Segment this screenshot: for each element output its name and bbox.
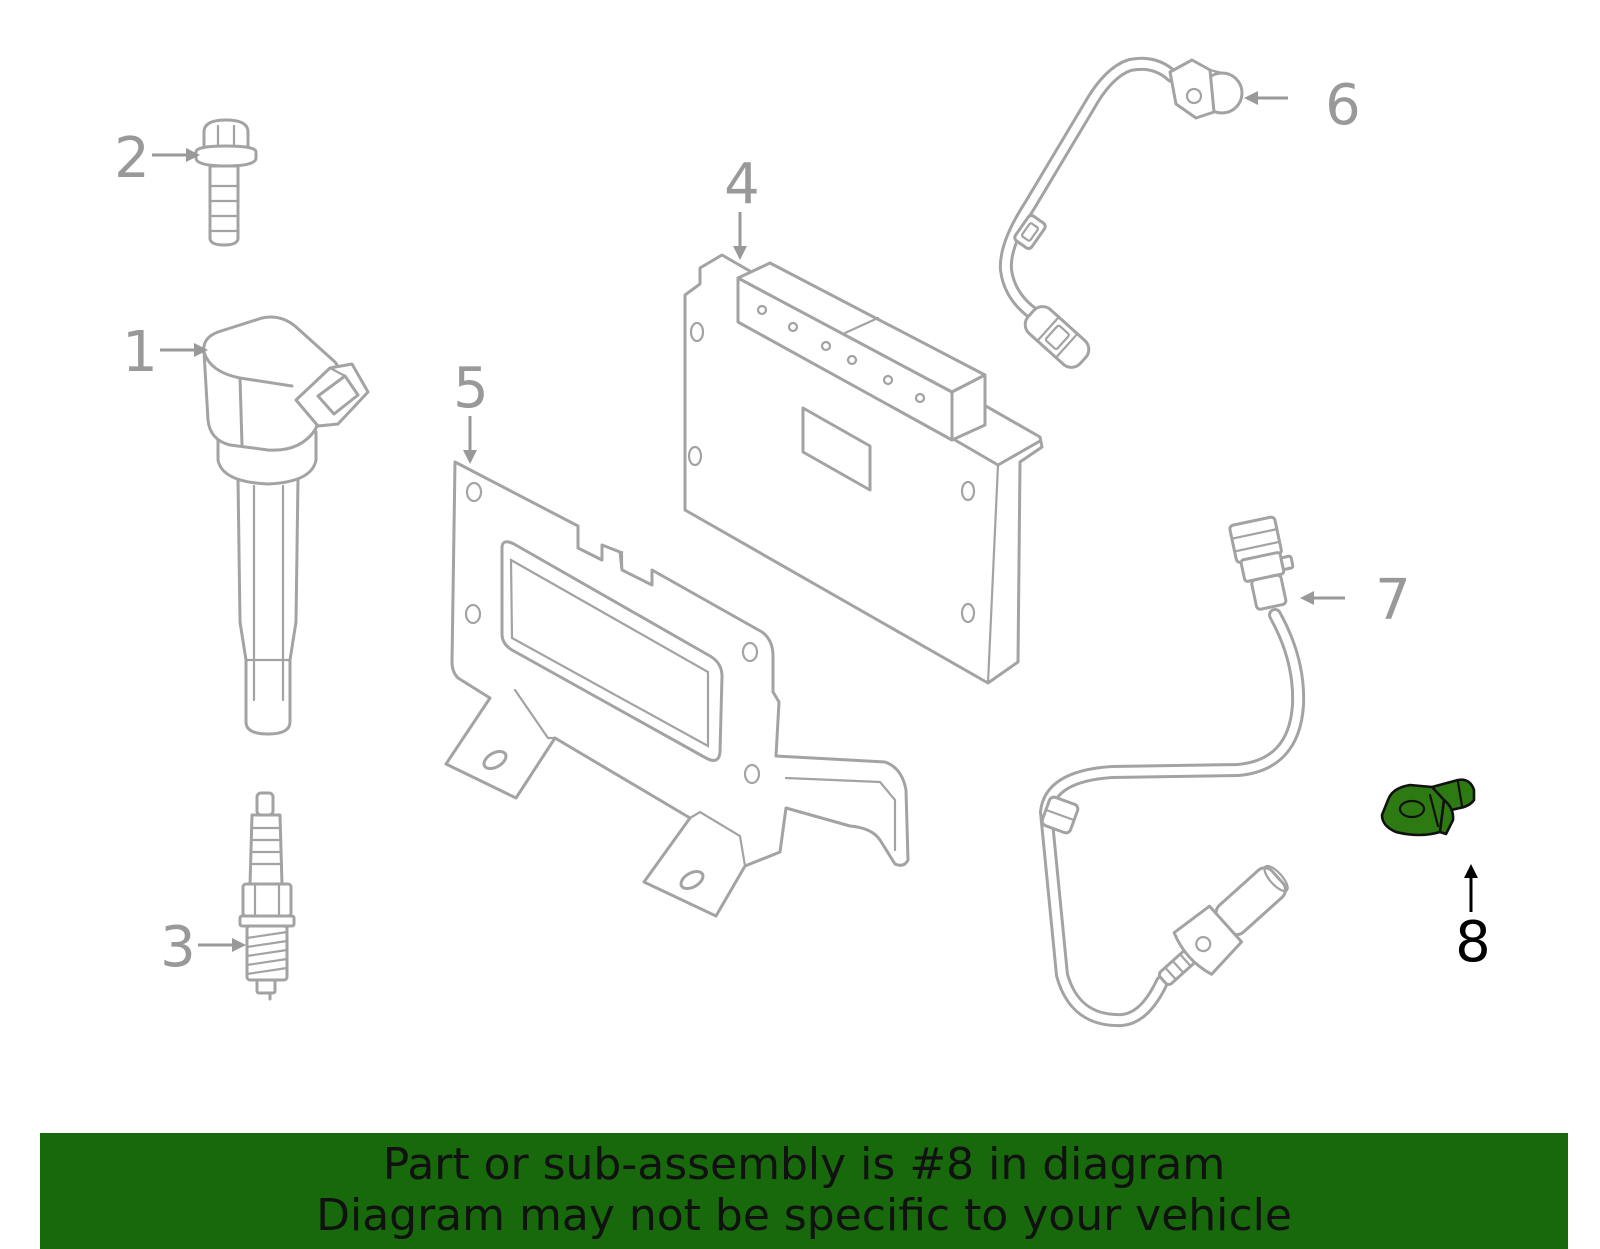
arrowhead-4	[733, 246, 747, 260]
callout-7[interactable]: 7	[1300, 568, 1411, 633]
callout-label-8[interactable]: 8	[1455, 910, 1491, 975]
part-6-sensor-harness	[998, 56, 1244, 369]
arrowhead-1	[194, 343, 208, 357]
arrowhead-5	[463, 450, 477, 464]
callout-label-7[interactable]: 7	[1375, 568, 1411, 633]
callout-label-6[interactable]: 6	[1325, 73, 1361, 138]
arrowhead-8	[1464, 864, 1478, 878]
part-2-bolt	[194, 118, 258, 247]
callout-label-4[interactable]: 4	[724, 152, 760, 217]
part-5-bracket	[444, 460, 910, 918]
info-banner: Part or sub-assembly is #8 in diagram Di…	[40, 1133, 1568, 1249]
callout-6[interactable]: 6	[1244, 73, 1361, 138]
callout-3[interactable]: 3	[160, 915, 246, 980]
banner-line-2: Diagram may not be specific to your vehi…	[316, 1190, 1292, 1241]
banner-line-1: Part or sub-assembly is #8 in diagram	[382, 1139, 1226, 1190]
arrowhead-7	[1300, 591, 1314, 605]
callout-8[interactable]: 8	[1455, 864, 1491, 975]
callout-5[interactable]: 5	[453, 356, 489, 464]
callout-4[interactable]: 4	[724, 152, 760, 260]
callout-label-5[interactable]: 5	[453, 356, 489, 421]
callout-1[interactable]: 1	[122, 320, 208, 385]
arrowhead-2	[186, 148, 200, 162]
part-4-control-module	[683, 253, 1044, 685]
callout-2[interactable]: 2	[114, 126, 200, 191]
callout-label-1[interactable]: 1	[122, 320, 158, 385]
arrowhead-3	[232, 938, 246, 952]
callout-label-3[interactable]: 3	[160, 915, 196, 980]
part-8-sensor-highlighted[interactable]	[1380, 778, 1476, 837]
arrowhead-6	[1244, 91, 1258, 105]
part-7-sensor-harness	[1039, 515, 1306, 1028]
callout-label-2[interactable]: 2	[114, 126, 150, 191]
part-3-spark-plug	[238, 791, 296, 1001]
parts-diagram: 2 1 3 4 5 6 7 8	[114, 56, 1491, 1028]
part-1-ignition-coil	[202, 315, 370, 736]
